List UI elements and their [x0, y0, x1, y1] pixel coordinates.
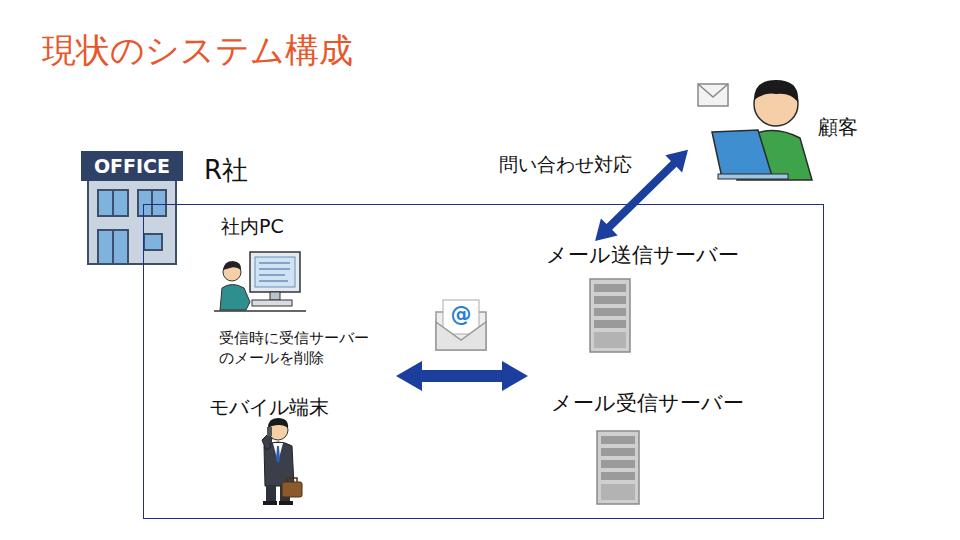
icon-shape [279, 501, 293, 505]
icon-shape [98, 190, 128, 216]
node-note: 受信時に受信サーバー のメールを削除 [219, 329, 377, 368]
icon-shape [144, 234, 162, 250]
icon-shape [220, 285, 250, 311]
edge-label: 問い合わせ対応 [499, 153, 632, 176]
node-label: 顧客 [818, 115, 858, 139]
node-label: 社内PC [221, 215, 284, 238]
icon-shape [259, 274, 285, 276]
node-label: R社 [204, 155, 248, 186]
icon-shape [88, 176, 176, 264]
icon-shape [255, 257, 295, 287]
server-node: メール送信サーバー [528, 241, 771, 356]
icon-shape [601, 460, 635, 468]
at-symbol: @ [447, 302, 475, 327]
icon-shape [267, 427, 272, 436]
icon-shape [718, 174, 788, 179]
mail-envelope-icon [436, 300, 486, 350]
icon-shape [276, 446, 280, 463]
icon-shape [597, 431, 639, 504]
icon-shape [436, 322, 486, 350]
businessman-mobile-icon [262, 418, 302, 505]
icon-shape [263, 501, 277, 505]
icon-shape [698, 84, 728, 97]
company-boundary: R社社内PC受信時に受信サーバー のメールを削除モバイル端末メール送信サーバーメ… [143, 204, 824, 519]
icon-shape [98, 230, 128, 264]
icon-shape [601, 436, 635, 444]
device-node: 社内PC 受信時に受信サーバー のメールを削除 [206, 211, 396, 389]
icon-shape [594, 332, 626, 348]
double-arrow [396, 361, 528, 391]
customer-node: 顧客 [688, 75, 880, 185]
receive-server-icon [597, 431, 639, 504]
icon-shape [594, 296, 626, 304]
icon-shape [259, 262, 290, 264]
icon-shape [443, 300, 479, 334]
icon-shape [594, 284, 626, 292]
office-building-icon [82, 152, 182, 264]
icon-shape [282, 482, 302, 497]
icon-shape [712, 130, 772, 178]
icon-shape [214, 310, 306, 312]
slide-title: 現状のシステム構成 [42, 28, 353, 74]
icon-shape [698, 84, 728, 106]
icon-shape [273, 443, 283, 462]
icon-shape [594, 320, 626, 328]
node-label: メール送信サーバー [546, 243, 739, 268]
send-server-icon [590, 279, 630, 352]
icon-shape [266, 486, 276, 502]
icon-shape [112, 190, 114, 216]
sign-text: OFFICE [84, 155, 180, 178]
icon-shape [259, 280, 288, 282]
node-label: モバイル端末 [209, 395, 329, 419]
icon-shape [252, 300, 292, 306]
device-node: モバイル端末 [201, 391, 371, 511]
node-label: メール受信サーバー [551, 391, 744, 416]
icon-shape [270, 292, 280, 300]
icon-shape [754, 80, 798, 102]
icon-shape [287, 478, 297, 482]
office-pc-icon [214, 252, 306, 311]
icon-shape [590, 279, 630, 352]
icon-shape [601, 448, 635, 456]
icon-shape [268, 418, 288, 428]
icon-shape [250, 252, 300, 292]
icon-shape [151, 190, 153, 216]
icon-shape [594, 308, 626, 316]
server-node: メール受信サーバー [528, 363, 771, 513]
icon-shape [601, 484, 635, 500]
customer-icon [698, 80, 812, 180]
icon-shape [223, 261, 241, 270]
icon-shape [259, 268, 290, 270]
icon-shape [82, 152, 182, 180]
icon-shape [262, 434, 272, 450]
icon-shape [601, 472, 635, 480]
icon-shape [112, 230, 114, 264]
